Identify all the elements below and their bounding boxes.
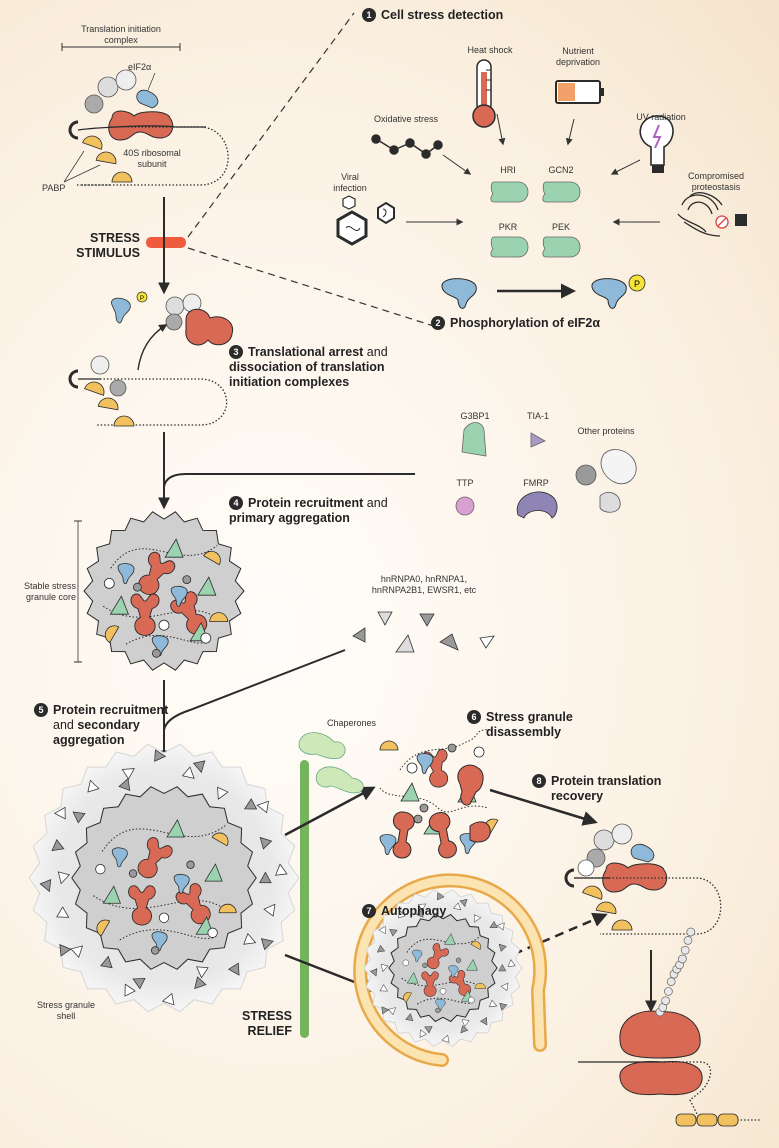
- g3bp1-shape: [461, 422, 487, 457]
- viral-infection-label: Viral infection: [333, 172, 367, 193]
- eif2a-unphosphorylated: [441, 278, 477, 309]
- nutrient-deprivation-label: Nutrient deprivation: [555, 46, 601, 67]
- stress-stimulus-bar: [146, 237, 186, 248]
- g3bp1-label: G3BP1: [460, 411, 490, 421]
- core-label: Stable stress granule core: [23, 581, 76, 602]
- fmrp-shape: [516, 491, 558, 519]
- er-icon: [677, 192, 747, 237]
- phosphate-label: P: [634, 279, 640, 289]
- fmrp-label: FMRP: [523, 478, 549, 488]
- other-protein-light: [599, 492, 621, 513]
- kinase-pek-label: PEK: [551, 222, 571, 232]
- chaperones-label: Chaperones: [327, 718, 377, 728]
- heat-shock-label: Heat shock: [467, 45, 513, 55]
- eif2a-label: eIF2α: [128, 62, 152, 72]
- stress-granule-shell: [28, 743, 300, 1013]
- uv-bulb-icon: [639, 115, 674, 173]
- phosphate-circle: [628, 274, 646, 292]
- hri-kinase: [490, 181, 529, 203]
- kinase-gcn2-label: GCN2: [548, 165, 574, 175]
- other-proteins-label: Other proteins: [577, 426, 635, 436]
- stress-relief-label: STRESS RELIEF: [241, 1009, 292, 1038]
- ribosome-label: 40S ribosomal subunit: [123, 148, 181, 169]
- disassembled-granule: [298, 729, 499, 859]
- complex-label: Translation initiation complex: [81, 24, 161, 45]
- translating-ribosome: [578, 927, 760, 1127]
- molecule-icon: [371, 134, 443, 159]
- battery-icon: [555, 80, 604, 104]
- oxidative-stress-label: Oxidative stress: [373, 114, 439, 124]
- pkr-kinase: [490, 236, 529, 258]
- eif2a-phosphorylated: [591, 278, 627, 309]
- virus-icon: [336, 195, 395, 246]
- phosphate-label-small: P: [140, 296, 144, 302]
- dissociated-complex: P: [68, 291, 234, 427]
- other-protein-gray: [575, 464, 597, 486]
- hnrnp-triangles: [352, 611, 495, 653]
- recovered-complex: [564, 823, 722, 935]
- translation-initiation-complex: [61, 43, 229, 186]
- shell-label: Stress granule shell: [36, 1000, 96, 1021]
- kinase-hri-label: HRI: [500, 165, 516, 175]
- pabp-label: PABP: [42, 183, 66, 193]
- stress-granule-core: [83, 511, 245, 671]
- ttp-label: TTP: [456, 478, 474, 488]
- tia1-shape: [530, 432, 546, 448]
- proteostasis-label: Compromised proteostasis: [687, 171, 745, 192]
- other-protein-white: [600, 449, 637, 485]
- thermometer-icon: [472, 59, 496, 128]
- gcn2-kinase: [542, 181, 581, 203]
- kinase-pkr-label: PKR: [498, 222, 518, 232]
- uv-radiation-label: UV radiation: [636, 112, 686, 122]
- hnrnp-label: hnRNPA0, hnRNPA1, hnRNPA2B1, EWSR1, etc: [371, 574, 477, 595]
- tia1-label: TIA-1: [526, 411, 550, 421]
- autophagosome: [353, 873, 548, 1067]
- pek-kinase: [542, 236, 581, 258]
- ttp-shape: [455, 496, 475, 516]
- stress-relief-bar: [300, 760, 309, 1038]
- stress-stimulus-label: STRESS STIMULUS: [76, 231, 140, 260]
